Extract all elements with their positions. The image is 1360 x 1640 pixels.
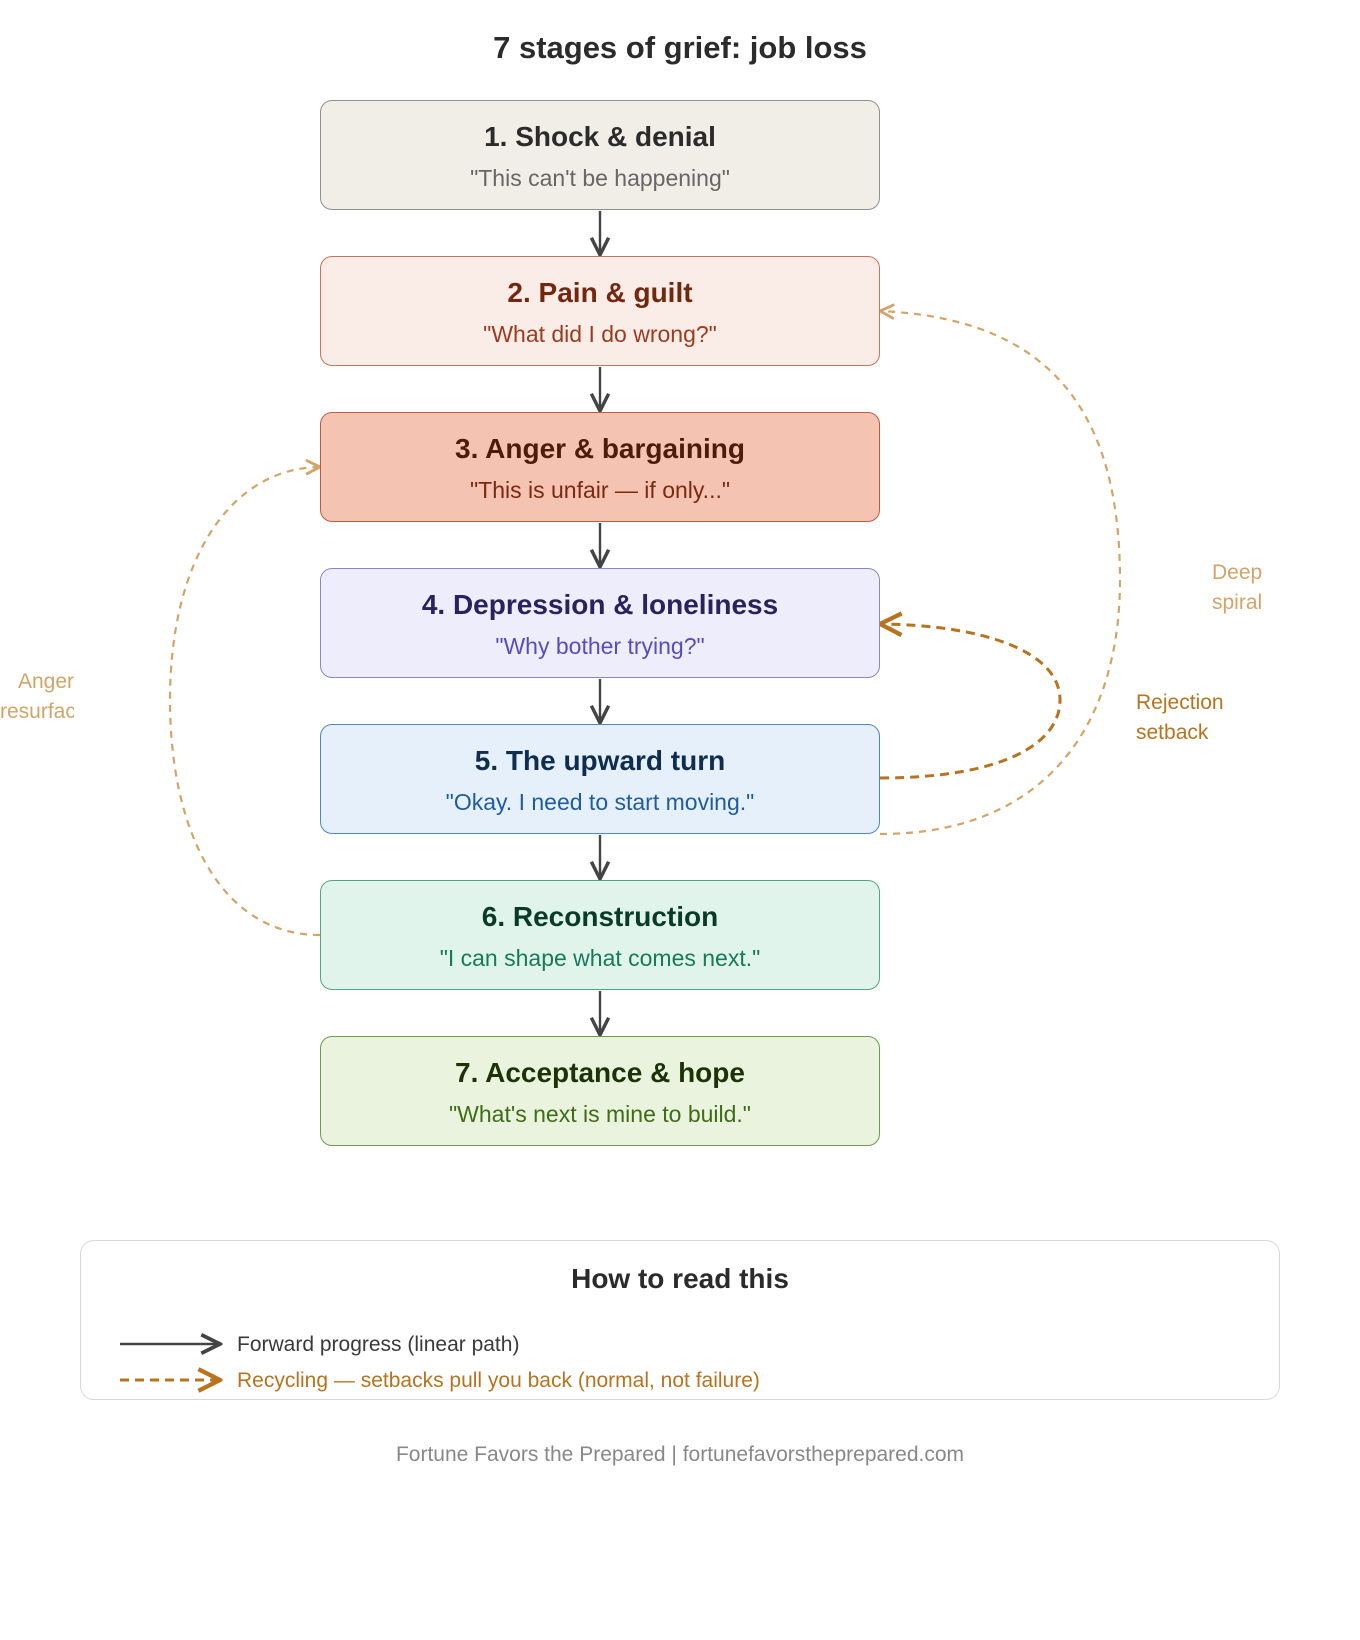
stage-quote: "What did I do wrong?" — [483, 321, 717, 347]
stage-quote: "This is unfair — if only..." — [469, 477, 731, 503]
legend-recycling-text: Recycling — setbacks pull you back (norm… — [237, 1369, 760, 1392]
rejection-setback-label-line2: setback — [1136, 721, 1209, 744]
stage-quote: "I can shape what comes next." — [439, 945, 761, 971]
stage-3: 3. Anger & bargaining "This is unfair — … — [320, 412, 880, 522]
stage-4: 4. Depression & loneliness "Why bother t… — [320, 568, 880, 678]
stage-name: 3. Anger & bargaining — [455, 433, 745, 464]
anger-resurface-label: Anger resurface — [0, 667, 74, 727]
stage-name: 4. Depression & loneliness — [421, 589, 779, 620]
legend-forward-text: Forward progress (linear path) — [237, 1333, 520, 1356]
stage-name: 2. Pain & guilt — [507, 277, 693, 308]
stage-7: 7. Acceptance & hope "What's next is min… — [320, 1036, 880, 1146]
stage-name: 1. Shock & denial — [484, 121, 716, 152]
stage-quote: "What's next is mine to build." — [449, 1101, 751, 1127]
stage-6: 6. Reconstruction "I can shape what come… — [320, 880, 880, 990]
anger-resurface-loop — [168, 467, 320, 937]
footer-credit: Fortune Favors the Prepared | fortunefav… — [395, 1443, 965, 1466]
deep-spiral-label: Deep spiral — [1212, 558, 1262, 618]
page-title: 7 stages of grief: job loss — [493, 30, 867, 65]
stage-name: 7. Acceptance & hope — [455, 1057, 745, 1088]
anger-resurface-label-line2: resurface — [0, 700, 74, 723]
stage-name: 6. Reconstruction — [481, 901, 719, 932]
stage-quote: "Why bother trying?" — [495, 633, 705, 659]
stage-quote: "Okay. I need to start moving." — [445, 789, 755, 815]
legend-box: How to read this Forward progress (linea… — [80, 1240, 1280, 1400]
stage-quote: "This can't be happening" — [470, 165, 730, 191]
deep-spiral-loop — [880, 311, 1122, 836]
rejection-setback-label: Rejection setback — [1136, 688, 1224, 748]
legend-title: How to read this — [571, 1263, 789, 1294]
deep-spiral-label-line1: Deep — [1212, 561, 1263, 584]
rejection-setback-loop — [880, 624, 1062, 780]
anger-resurface-label-line1: Anger — [17, 670, 74, 693]
stage-name: 5. The upward turn — [474, 745, 726, 776]
rejection-setback-label-line1: Rejection — [1136, 691, 1224, 714]
stage-5: 5. The upward turn "Okay. I need to star… — [320, 724, 880, 834]
deep-spiral-label-line2: spiral — [1212, 591, 1263, 614]
stage-2: 2. Pain & guilt "What did I do wrong?" — [320, 256, 880, 366]
stage-1: 1. Shock & denial "This can't be happeni… — [320, 100, 880, 210]
